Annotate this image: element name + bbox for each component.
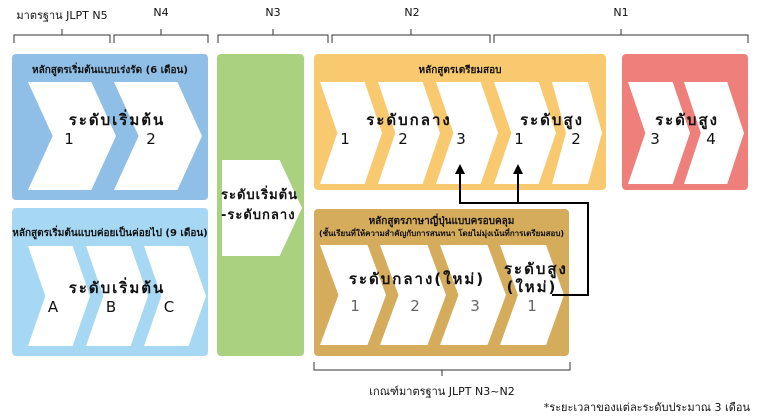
step-number: 1 bbox=[514, 130, 524, 148]
advanced-label: ระดับสูง bbox=[504, 260, 568, 278]
advanced-label: ระดับสูง bbox=[520, 111, 584, 129]
advanced-label: ระดับสูง bbox=[655, 111, 719, 129]
advanced-label-new: (ใหม่) bbox=[506, 278, 558, 296]
step-number: 3 bbox=[456, 130, 466, 148]
duration-note: *ระยะเวลาของแต่ละระดับประมาณ 3 เดือน bbox=[543, 401, 750, 414]
step-number: A bbox=[47, 298, 59, 316]
step-number: B bbox=[105, 298, 117, 316]
step-number: 1 bbox=[527, 297, 537, 315]
comprehensive-subtitle: (ชั้นเรียนที่ให้ความสำคัญกับการสนทนา โดย… bbox=[318, 229, 565, 238]
step-number: C bbox=[163, 298, 175, 316]
intermediate-label: ระดับกลาง bbox=[366, 111, 452, 129]
step-number: 1 bbox=[64, 130, 74, 148]
step-number: 3 bbox=[470, 297, 480, 315]
step-number: 1 bbox=[350, 297, 360, 315]
step-number: 2 bbox=[571, 130, 581, 148]
level-n2-label: N2 bbox=[404, 6, 420, 19]
step-number: 3 bbox=[650, 130, 660, 148]
intensive-course-title: หลักสูตรเริ่มต้นแบบเร่งรัด (6 เดือน) bbox=[32, 65, 188, 76]
level-n4-label: N4 bbox=[153, 6, 169, 19]
criteria-label: เกณฑ์มาตรฐาน JLPT N3~N2 bbox=[369, 385, 515, 398]
level-n5-label: มาตรฐาน JLPT N5 bbox=[16, 9, 108, 22]
bridge-line1: ระดับเริ่มต้น bbox=[221, 188, 298, 203]
step-number: 2 bbox=[410, 297, 420, 315]
exam-n1-box: ระดับสูง 3 4 bbox=[622, 54, 748, 190]
gradual-course-box: หลักสูตรเริ่มต้นแบบค่อยเป็นค่อยไป (9 เดื… bbox=[12, 208, 208, 356]
step-number: 1 bbox=[340, 130, 350, 148]
intensive-course-box: หลักสูตรเริ่มต้นแบบเร่งรัด (6 เดือน) ระด… bbox=[12, 54, 208, 200]
bridge-line2: -ระดับกลาง bbox=[221, 208, 296, 223]
bridge-course-box: ระดับเริ่มต้น -ระดับกลาง bbox=[217, 54, 304, 356]
step-number: 2 bbox=[398, 130, 408, 148]
level-label: ระดับเริ่มต้น bbox=[68, 279, 166, 297]
comprehensive-course-box: หลักสูตรภาษาญี่ปุ่นแบบครอบคลุม (ชั้นเรีย… bbox=[314, 209, 569, 356]
level-label: ระดับเริ่มต้น bbox=[68, 111, 166, 129]
level-n1-label: N1 bbox=[613, 6, 629, 19]
comprehensive-title: หลักสูตรภาษาญี่ปุ่นแบบครอบคลุม bbox=[368, 216, 515, 227]
exam-prep-title: หลักสูตรเตรียมสอบ bbox=[418, 65, 502, 76]
step-number: 4 bbox=[706, 130, 716, 148]
intermediate-label: ระดับกลาง(ใหม่) bbox=[348, 270, 486, 288]
level-n3-label: N3 bbox=[265, 6, 281, 19]
step-number: 2 bbox=[146, 130, 156, 148]
gradual-course-title: หลักสูตรเริ่มต้นแบบค่อยเป็นค่อยไป (9 เดื… bbox=[12, 228, 208, 239]
